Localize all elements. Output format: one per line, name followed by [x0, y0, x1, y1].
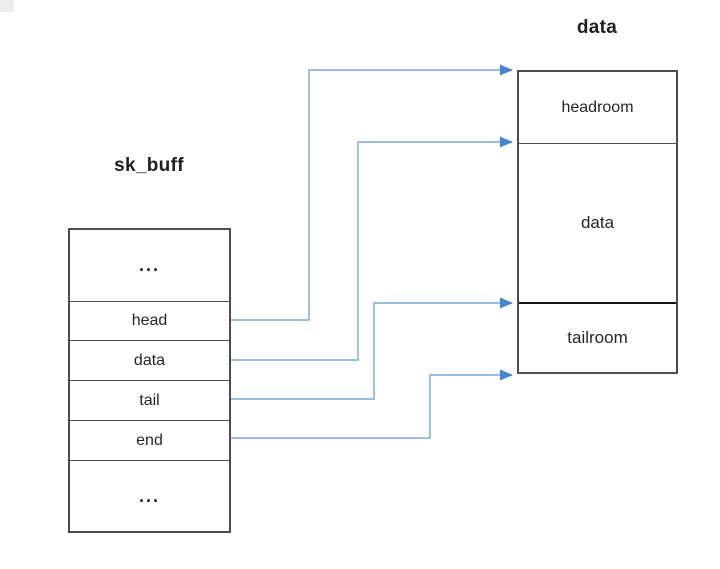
buffer-region-data: data: [519, 143, 676, 302]
skbuff-box-title: sk_buff: [114, 155, 184, 176]
buffer-region-tailroom: tailroom: [519, 302, 676, 372]
skbuff-struct-box: ... head data tail end ...: [68, 228, 231, 533]
corner-artifact: [0, 0, 14, 12]
buffer-region-headroom: headroom: [561, 98, 634, 116]
skbuff-row-ellipsis-bottom: ...: [70, 460, 229, 531]
pointer-arrow-data: [231, 136, 513, 361]
skbuff-row-end: end: [70, 420, 229, 460]
data-box-title: data: [576, 17, 618, 38]
pointer-arrow-head: [231, 64, 513, 321]
data-buffer-box: headroom data tailroom: [517, 70, 678, 374]
skbuff-row-data: data: [70, 340, 229, 380]
skbuff-row-head: head: [70, 301, 229, 340]
skbuff-row-tail: tail: [70, 380, 229, 420]
pointer-arrow-end: [231, 369, 513, 439]
skbuff-row-ellipsis-top: ...: [138, 255, 160, 275]
pointer-arrow-tail: [231, 297, 513, 400]
